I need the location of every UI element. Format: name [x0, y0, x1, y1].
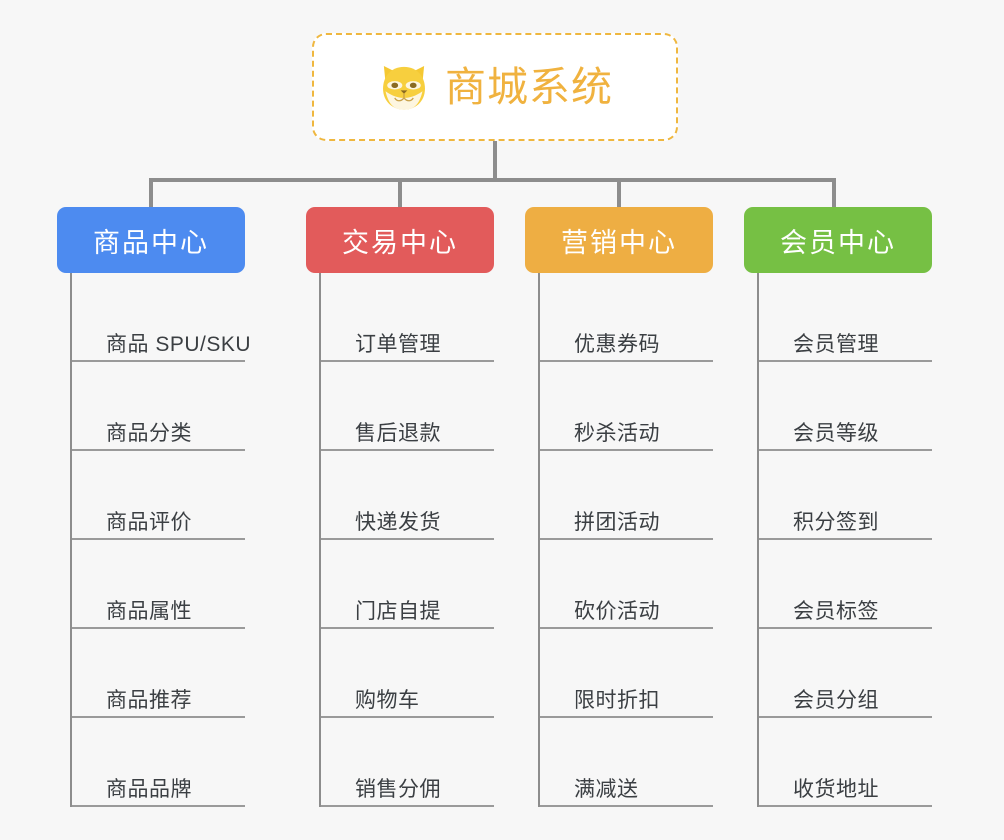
list-item[interactable]: 购物车 [321, 629, 494, 718]
leaf-label: 购物车 [355, 689, 420, 712]
shiba-dog-icon [383, 66, 425, 110]
leaf-label: 拼团活动 [574, 511, 660, 534]
leaf-label: 优惠券码 [574, 333, 660, 356]
leaf-label: 商品分类 [106, 422, 192, 445]
leaf-label: 会员标签 [793, 600, 879, 623]
list-item[interactable]: 会员管理 [759, 273, 932, 362]
leaf-list-marketing: 优惠券码 秒杀活动 拼团活动 砍价活动 限时折扣 满减送 [538, 273, 713, 807]
leaf-label: 秒杀活动 [574, 422, 660, 445]
leaf-label: 会员分组 [793, 689, 879, 712]
list-item[interactable]: 会员分组 [759, 629, 932, 718]
leaf-label: 销售分佣 [355, 778, 441, 801]
list-item[interactable]: 会员标签 [759, 540, 932, 629]
list-item[interactable]: 订单管理 [321, 273, 494, 362]
leaf-label: 商品评价 [106, 511, 192, 534]
list-item[interactable]: 快递发货 [321, 451, 494, 540]
connector-root-stem [493, 141, 497, 181]
list-item[interactable]: 商品品牌 [72, 718, 245, 807]
leaf-list-product: 商品 SPU/SKU 商品分类 商品评价 商品属性 商品推荐 商品品牌 [70, 273, 251, 807]
leaf-label: 商品推荐 [106, 689, 192, 712]
list-item[interactable]: 门店自提 [321, 540, 494, 629]
category-header-product[interactable]: 商品中心 [57, 207, 245, 273]
branch-column-member: 会员中心 会员管理 会员等级 积分签到 会员标签 会员分组 收货地址 [744, 207, 932, 807]
leaf-label: 商品 SPU/SKU [106, 333, 252, 356]
branch-column-marketing: 营销中心 优惠券码 秒杀活动 拼团活动 砍价活动 限时折扣 满减送 [525, 207, 713, 807]
leaf-label: 门店自提 [355, 600, 441, 623]
leaf-label: 会员管理 [793, 333, 879, 356]
list-item[interactable]: 满减送 [540, 718, 713, 807]
connector-drop-2 [398, 178, 402, 208]
connector-drop-4 [832, 178, 836, 208]
leaf-label: 会员等级 [793, 422, 879, 445]
list-item[interactable]: 商品 SPU/SKU [72, 273, 251, 362]
leaf-label: 商品品牌 [106, 778, 192, 801]
leaf-label: 砍价活动 [574, 600, 660, 623]
category-label: 营销中心 [561, 227, 677, 258]
list-item[interactable]: 商品推荐 [72, 629, 245, 718]
list-item[interactable]: 秒杀活动 [540, 362, 713, 451]
list-item[interactable]: 拼团活动 [540, 451, 713, 540]
list-item[interactable]: 砍价活动 [540, 540, 713, 629]
list-item[interactable]: 售后退款 [321, 362, 494, 451]
leaf-label: 限时折扣 [574, 689, 660, 712]
root-node[interactable]: 商城系统 [312, 33, 678, 141]
leaf-label: 积分签到 [793, 511, 879, 534]
list-item[interactable]: 收货地址 [759, 718, 932, 807]
connector-horizontal-bus [149, 178, 836, 182]
branch-column-trade: 交易中心 订单管理 售后退款 快递发货 门店自提 购物车 销售分佣 [306, 207, 494, 807]
category-header-member[interactable]: 会员中心 [744, 207, 932, 273]
leaf-list-trade: 订单管理 售后退款 快递发货 门店自提 购物车 销售分佣 [319, 273, 494, 807]
list-item[interactable]: 销售分佣 [321, 718, 494, 807]
list-item[interactable]: 商品分类 [72, 362, 245, 451]
category-label: 交易中心 [342, 227, 458, 258]
leaf-label: 快递发货 [355, 511, 441, 534]
list-item[interactable]: 会员等级 [759, 362, 932, 451]
category-header-marketing[interactable]: 营销中心 [525, 207, 713, 273]
category-header-trade[interactable]: 交易中心 [306, 207, 494, 273]
category-label: 会员中心 [780, 227, 896, 258]
root-title: 商城系统 [445, 63, 613, 110]
list-item[interactable]: 积分签到 [759, 451, 932, 540]
leaf-list-member: 会员管理 会员等级 积分签到 会员标签 会员分组 收货地址 [757, 273, 932, 807]
list-item[interactable]: 商品属性 [72, 540, 245, 629]
category-label: 商品中心 [93, 227, 209, 258]
leaf-label: 商品属性 [106, 600, 192, 623]
list-item[interactable]: 商品评价 [72, 451, 245, 540]
leaf-label: 收货地址 [793, 778, 879, 801]
list-item[interactable]: 优惠券码 [540, 273, 713, 362]
connector-drop-1 [149, 178, 153, 208]
leaf-label: 订单管理 [355, 333, 441, 356]
connector-drop-3 [617, 178, 621, 208]
branch-column-product: 商品中心 商品 SPU/SKU 商品分类 商品评价 商品属性 商品推荐 商品品牌 [57, 207, 251, 807]
leaf-label: 满减送 [574, 778, 639, 801]
leaf-label: 售后退款 [355, 422, 441, 445]
list-item[interactable]: 限时折扣 [540, 629, 713, 718]
